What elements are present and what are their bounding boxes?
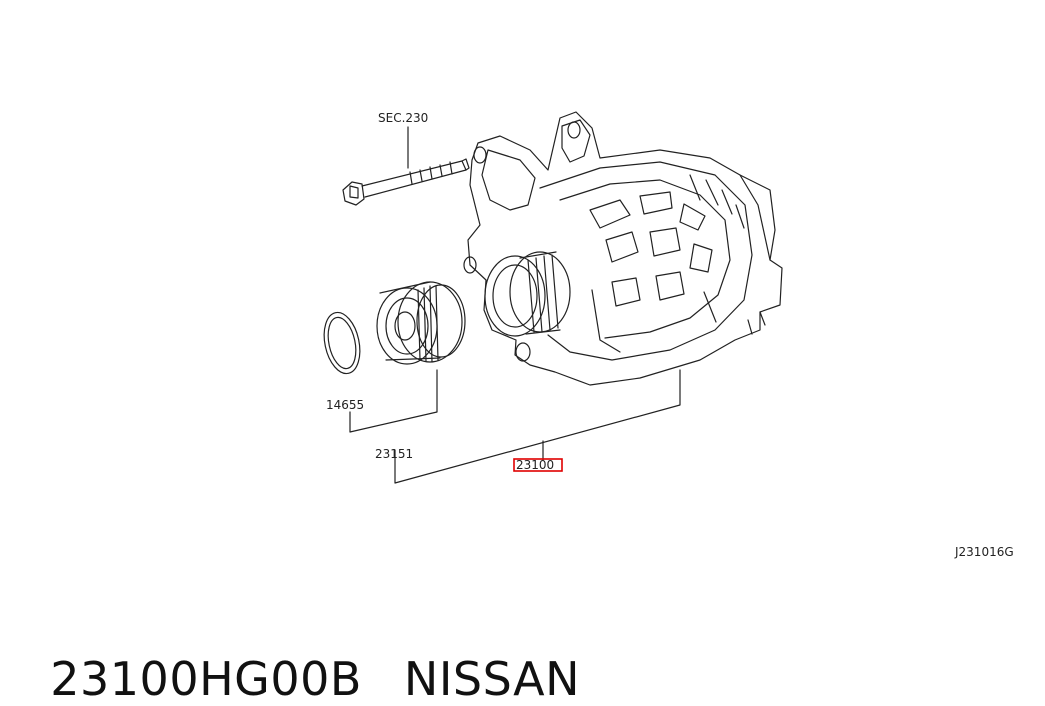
through-bolt[interactable] — [342, 158, 470, 206]
callout-14655: 14655 — [326, 398, 364, 412]
callout-sec-230: SEC.230 — [378, 111, 428, 125]
maker-name: NISSAN — [403, 652, 581, 706]
pulley[interactable] — [376, 281, 466, 365]
parts-diagram: SEC.230 14655 23151 23100 J231016G — [319, 111, 1014, 559]
callout-23151: 23151 — [375, 447, 413, 461]
callout-highlight-box — [513, 458, 563, 472]
callout-23100[interactable]: 23100 — [516, 458, 554, 472]
alternator-body[interactable] — [463, 111, 783, 386]
bracket-14655 — [349, 369, 438, 433]
seal-ring[interactable] — [319, 309, 365, 377]
part-caption: 23100HG00B NISSAN — [20, 598, 580, 706]
drawing-code: J231016G — [954, 545, 1014, 559]
bracket-23100 — [394, 369, 681, 484]
part-number: 23100HG00B — [50, 652, 362, 706]
alternator-pulley[interactable] — [484, 251, 571, 337]
